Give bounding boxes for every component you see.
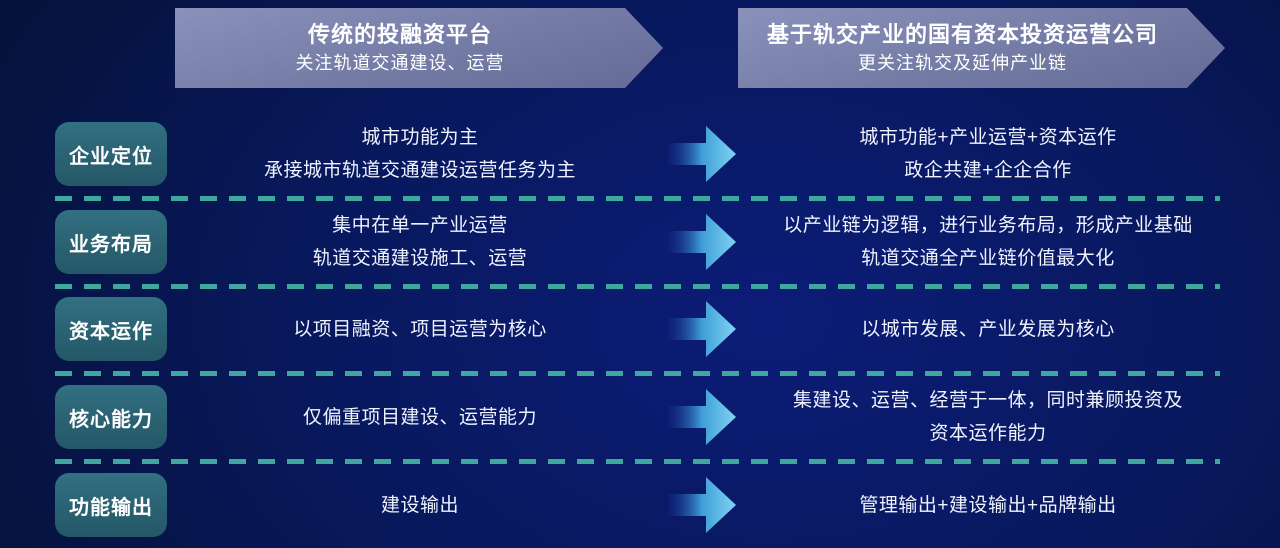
arrow-right-icon — [668, 477, 736, 533]
cell-line: 轨道交通全产业链价值最大化 — [861, 248, 1115, 269]
arrow-right-icon — [668, 214, 736, 270]
cell-line: 以产业链为逻辑，进行业务布局，形成产业基础 — [783, 215, 1193, 236]
cell-line: 建设输出 — [380, 494, 459, 516]
cell-line: 资本运作能力 — [929, 423, 1047, 444]
state-owned-cell: 城市功能+产业运营+资本运作 政企共建+企企合作 — [742, 118, 1234, 190]
state-owned-cell: 以城市发展、产业发展为核心 — [742, 293, 1234, 365]
row-label-capital-operation: 资本运作 — [55, 297, 167, 361]
header-arrow-state-owned: 基于轨交产业的国有资本投资运营公司 更关注轨交及延伸产业链 — [738, 8, 1225, 88]
row-label-function-output: 功能输出 — [55, 473, 167, 537]
traditional-cell: 建设输出 — [180, 469, 660, 541]
traditional-cell: 以项目融资、项目运营为核心 — [180, 293, 660, 365]
dashed-divider — [55, 284, 1220, 289]
traditional-cell: 城市功能为主 承接城市轨道交通建设运营任务为主 — [180, 118, 660, 190]
cell-line: 以项目融资、项目运营为核心 — [293, 318, 547, 340]
cell-line: 管理输出+建设输出+品牌输出 — [859, 494, 1117, 516]
cell-line: 仅偏重项目建设、运营能力 — [302, 406, 537, 428]
header-title: 传统的投融资平台 — [307, 22, 492, 47]
row-label-business-layout: 业务布局 — [55, 210, 167, 274]
cell-line: 集建设、运营、经营于一体，同时兼顾投资及 — [792, 390, 1183, 411]
cell-line: 承接城市轨道交通建设运营任务为主 — [263, 160, 576, 181]
arrow-right-icon — [668, 126, 736, 182]
dashed-divider — [55, 459, 1220, 464]
cell-line: 政企共建+企企合作 — [904, 160, 1072, 181]
cell-line: 城市功能为主 — [361, 127, 479, 148]
header-subtitle: 更关注轨交及延伸产业链 — [858, 53, 1067, 73]
state-owned-cell: 集建设、运营、经营于一体，同时兼顾投资及 资本运作能力 — [742, 381, 1234, 453]
dashed-divider — [55, 371, 1220, 376]
arrow-right-icon — [668, 389, 736, 445]
row-label-positioning: 企业定位 — [55, 122, 167, 186]
row-label-core-capability: 核心能力 — [55, 385, 167, 449]
header-subtitle: 关注轨道交通建设、运营 — [295, 53, 505, 73]
cell-line: 城市功能+产业运营+资本运作 — [859, 127, 1117, 148]
cell-line: 以城市发展、产业发展为核心 — [861, 318, 1115, 340]
header-title: 基于轨交产业的国有资本投资运营公司 — [766, 22, 1158, 47]
state-owned-cell: 管理输出+建设输出+品牌输出 — [742, 469, 1234, 541]
traditional-cell: 集中在单一产业运营 轨道交通建设施工、运营 — [180, 206, 660, 278]
traditional-cell: 仅偏重项目建设、运营能力 — [180, 381, 660, 453]
header-arrow-traditional: 传统的投融资平台 关注轨道交通建设、运营 — [175, 8, 663, 88]
arrow-right-icon — [668, 301, 736, 357]
state-owned-cell: 以产业链为逻辑，进行业务布局，形成产业基础 轨道交通全产业链价值最大化 — [742, 206, 1234, 278]
cell-line: 集中在单一产业运营 — [332, 215, 508, 236]
dashed-divider — [55, 196, 1220, 201]
cell-line: 轨道交通建设施工、运营 — [312, 248, 528, 269]
